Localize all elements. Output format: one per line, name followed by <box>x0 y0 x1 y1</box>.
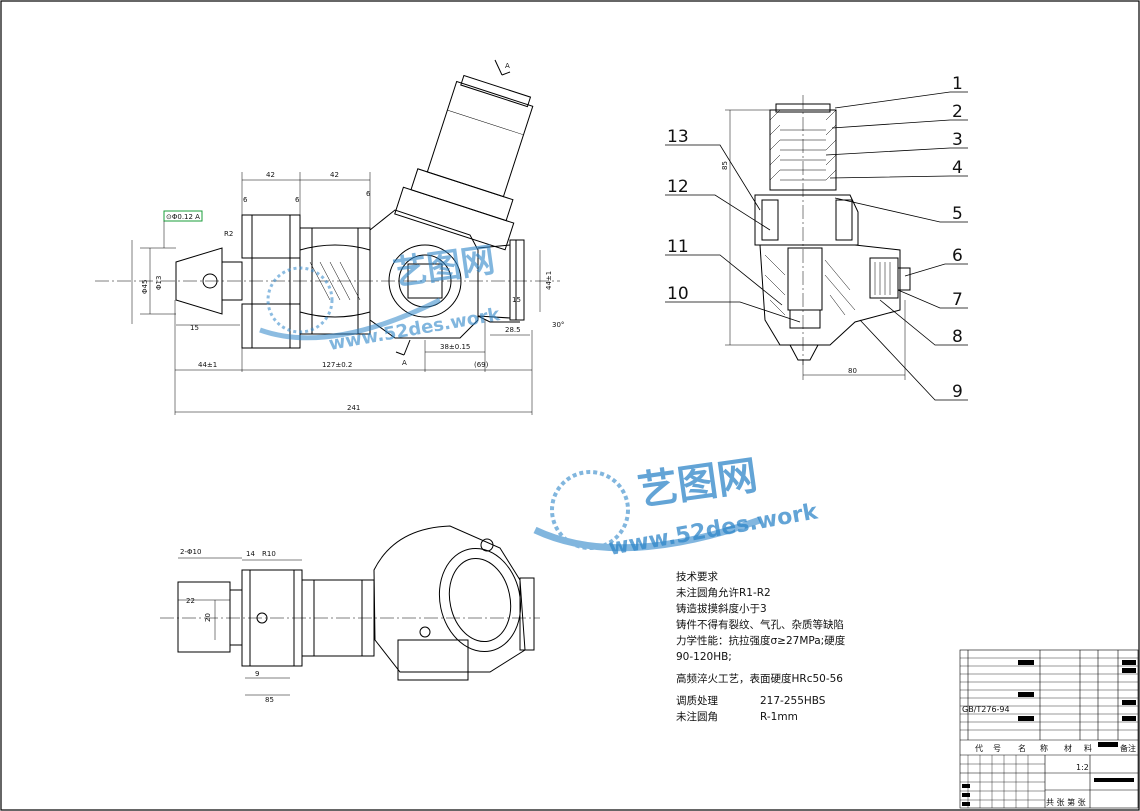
callout-3: 3 <box>952 130 963 150</box>
notes-line-8-value: R-1mm <box>760 711 798 723</box>
title-block-fills <box>962 660 1136 806</box>
dim-80: 80 <box>848 367 857 375</box>
dim-phi13: Φ13 <box>155 276 163 290</box>
dim-42-right: 42 <box>330 171 339 179</box>
notes-line-2: 铸造拔摸斜度小于3 <box>676 603 767 615</box>
dim-b-20: 20 <box>204 613 212 622</box>
watermark-brand-large: 艺图网 <box>635 453 760 515</box>
notes-title: 技术要求 <box>676 571 718 583</box>
part-callouts: 1 2 3 4 5 6 7 8 9 10 11 12 13 <box>667 74 963 402</box>
watermark-brand-small: 艺图网 <box>391 240 498 294</box>
notes-line-7-value: 217-255HBS <box>760 695 826 707</box>
callout-6: 6 <box>952 246 963 266</box>
watermark-large <box>533 470 762 552</box>
dim-phi45: Φ45 <box>141 280 149 294</box>
dim-127: 127±0.2 <box>322 361 352 369</box>
dim-28-5: 28.5 <box>505 326 521 334</box>
tb-col-cheng: 称 <box>1040 743 1048 753</box>
front-dimensions <box>131 172 541 415</box>
tb-col-hao: 号 <box>993 744 1001 753</box>
leader-lines <box>665 91 968 401</box>
notes-line-7-label: 调质处理 <box>676 695 718 707</box>
tb-col-liao: 料 <box>1084 743 1092 753</box>
callout-12: 12 <box>667 177 689 197</box>
notes-line-1: 未注圆角允许R1-R2 <box>676 587 771 599</box>
tolerance-label: ⊙Φ0.12 A <box>166 213 200 221</box>
dim-42-left: 42 <box>266 171 275 179</box>
tb-col-ming: 名 <box>1018 743 1026 753</box>
title-block <box>959 649 1139 809</box>
bottom-dimensions <box>178 557 302 696</box>
technical-requirements: 技术要求 未注圆角允许R1-R2 铸造拔摸斜度小于3 铸件不得有裂纹、气孔、杂质… <box>676 569 946 725</box>
tb-col-cai: 材 <box>1064 743 1072 753</box>
dim-15-b: 15 <box>512 296 521 304</box>
callout-5: 5 <box>952 204 963 224</box>
dim-2-phi10: 2-Φ10 <box>180 548 201 556</box>
callout-1: 1 <box>952 74 963 94</box>
dim-b-22: 22 <box>186 597 195 605</box>
dim-85: 85 <box>721 161 729 170</box>
dim-b-85: 85 <box>265 696 274 704</box>
dim-b-14: 14 <box>246 550 255 558</box>
dim-30-deg: 30° <box>552 321 564 329</box>
dim-b-9: 9 <box>255 670 259 678</box>
dim-15: 15 <box>190 324 199 332</box>
tolerance-frame <box>163 210 203 222</box>
callout-8: 8 <box>952 327 963 347</box>
notes-line-5: 90-120HB; <box>676 651 732 663</box>
notes-line-6: 高频淬火工艺，表面硬度HRc50-56 <box>676 673 843 685</box>
dim-69: (69) <box>474 361 489 369</box>
tb-scale: 1:2 <box>1076 763 1089 772</box>
dim-6-a: 6 <box>243 196 248 204</box>
callout-9: 9 <box>952 382 963 402</box>
section-mark-a-top: A <box>505 62 510 70</box>
dim-38: 38±0.15 <box>440 343 470 351</box>
callout-13: 13 <box>667 127 689 147</box>
section-mark-a-bottom: A <box>402 359 407 367</box>
dim-241: 241 <box>347 404 360 412</box>
notes-line-3: 铸件不得有裂纹、气孔、杂质等缺陷 <box>676 619 844 631</box>
callout-7: 7 <box>952 290 963 310</box>
watermark-url-large: www.52des.work <box>607 499 821 561</box>
tb-col-beizhu: 备注 <box>1120 743 1136 753</box>
dim-44: 44±1 <box>198 361 217 369</box>
section-view <box>754 95 911 365</box>
notes-line-8: 未注圆角 R-1mm <box>676 709 946 725</box>
dim-r2: R2 <box>224 230 233 238</box>
notes-line-7: 调质处理 217-255HBS <box>676 693 946 709</box>
dim-44-right: 44±1 <box>545 271 553 290</box>
callout-4: 4 <box>952 158 963 178</box>
bottom-view <box>160 525 540 681</box>
tb-col-dai: 代 <box>975 743 983 753</box>
notes-line-4: 力学性能：抗拉强度σ≥27MPa;硬度 <box>676 635 846 647</box>
callout-11: 11 <box>667 237 689 257</box>
callout-2: 2 <box>952 102 963 122</box>
dim-6-b: 6 <box>295 196 300 204</box>
watermark-small <box>259 266 442 341</box>
tb-standard: GB/T276-94 <box>962 705 1010 714</box>
dim-6-c: 6 <box>366 190 371 198</box>
dim-b-r10: R10 <box>262 550 276 558</box>
callout-10: 10 <box>667 284 689 304</box>
notes-line-8-label: 未注圆角 <box>676 711 718 723</box>
front-view <box>95 59 560 356</box>
tb-sheet: 共 张 第 张 <box>1046 797 1086 807</box>
section-dimensions <box>725 109 906 380</box>
